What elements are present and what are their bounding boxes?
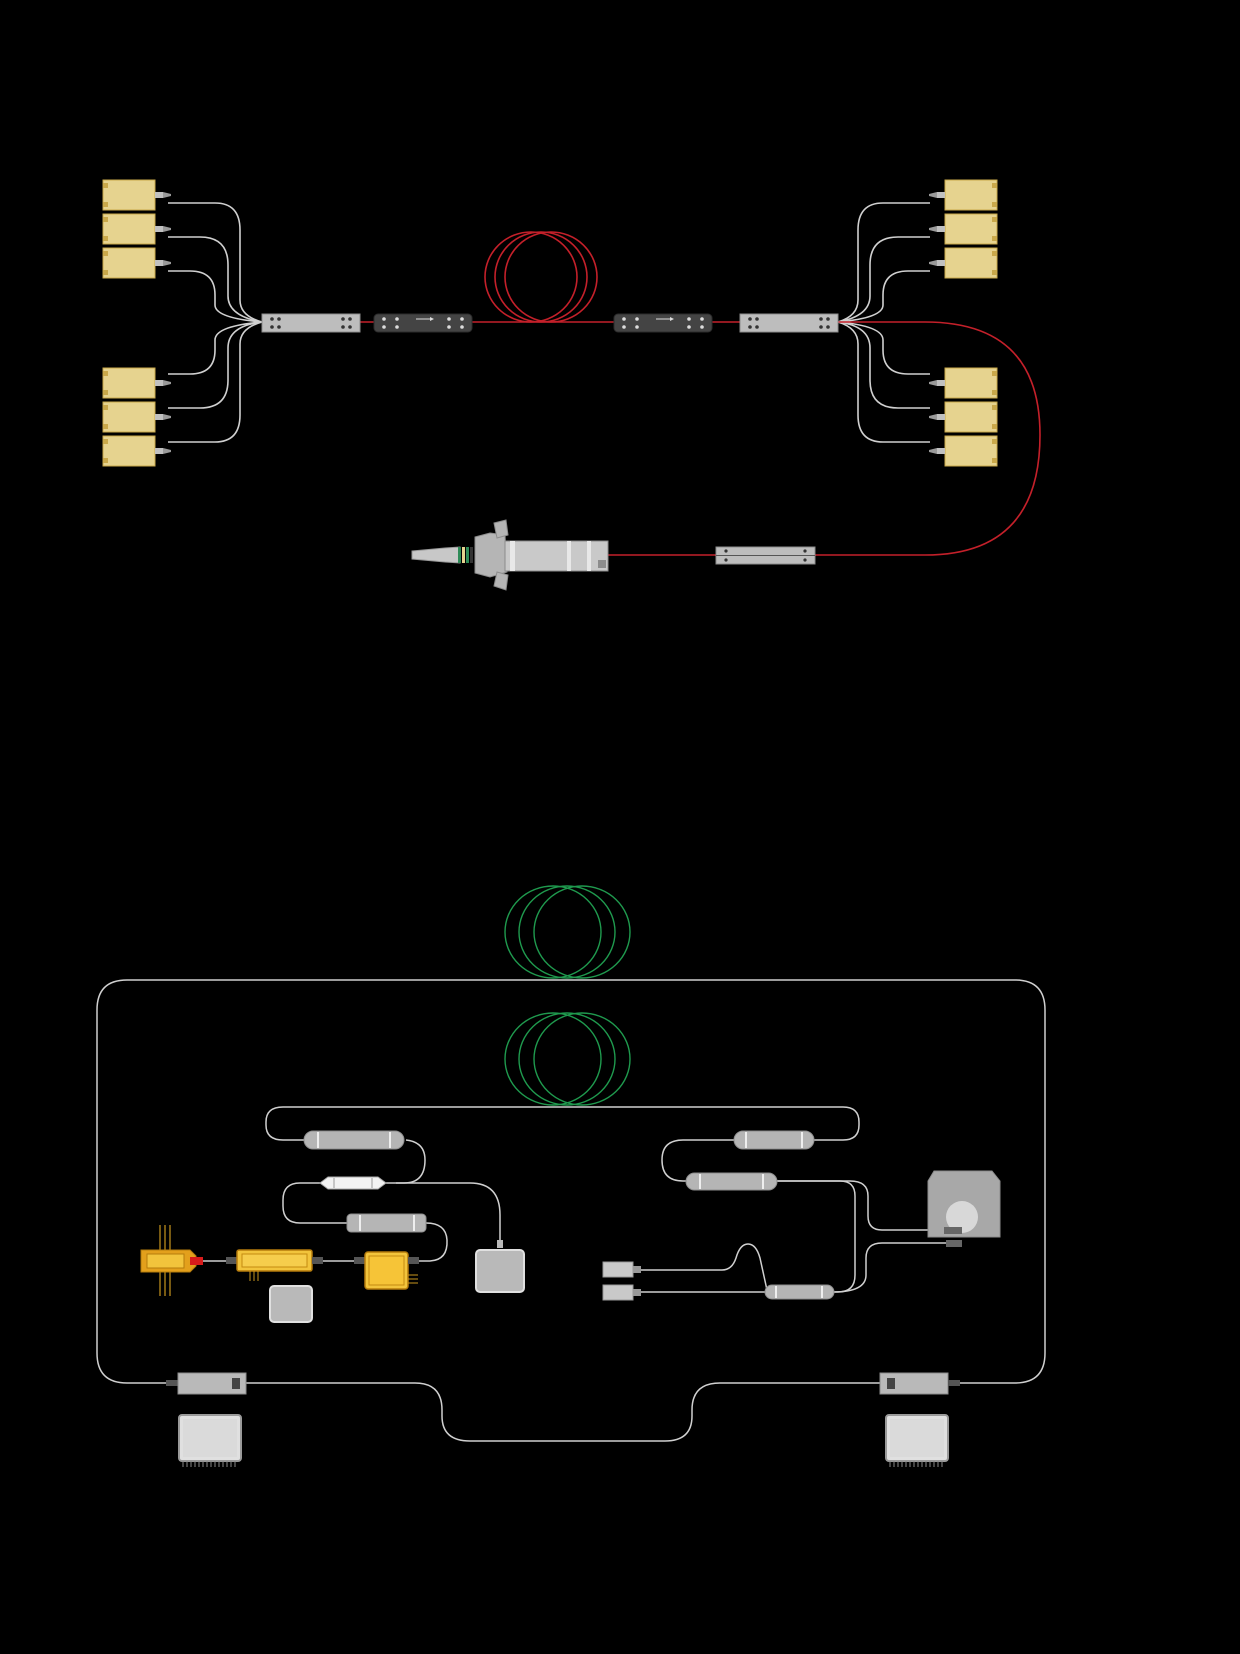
fiber-component-icon <box>346 1213 427 1233</box>
output-collimator-icon <box>411 519 609 591</box>
bottom-laser-system <box>96 885 1046 1467</box>
electronics-board-icon <box>178 1414 242 1467</box>
pump-diode-icon <box>928 179 998 211</box>
fiber-component-icon <box>764 1284 835 1300</box>
connector-icon <box>166 1372 247 1395</box>
coupler-icon <box>319 1176 387 1190</box>
fiber-component-icon <box>733 1130 815 1150</box>
top-laser-system <box>102 179 1041 591</box>
inner-fibers <box>196 1106 946 1293</box>
active-fiber-coil-icon <box>484 231 598 323</box>
pump-fibers-left <box>168 202 263 443</box>
photodetector-icon <box>475 1240 525 1293</box>
outer-fiber-loop <box>96 979 1046 1442</box>
pump-diode-icon <box>102 179 172 211</box>
pump-diode-icon <box>102 435 172 467</box>
pump-diode-icon <box>928 401 998 433</box>
fiber-coil-icon <box>504 885 631 979</box>
polarization-controller-icon <box>927 1170 1001 1247</box>
connector-icon <box>879 1372 960 1395</box>
seed-laser-icon <box>140 1225 203 1296</box>
pump-combiner-icon <box>739 313 839 333</box>
pump-combiner-icon <box>261 313 361 333</box>
active-fiber <box>360 321 1041 556</box>
pump-diode-icon <box>928 247 998 279</box>
pump-diode-icon <box>102 401 172 433</box>
pump-diode-icon <box>102 367 172 399</box>
pump-diode-icon <box>102 213 172 245</box>
pump-diode-icon <box>928 435 998 467</box>
pump-diodes-left <box>102 179 172 467</box>
isolator-icon <box>373 313 473 333</box>
fiber-amplifier-icon <box>226 1249 323 1281</box>
pump-diode-icon <box>928 367 998 399</box>
connector-icon <box>602 1261 641 1301</box>
fiber-coupler-icon <box>715 546 816 565</box>
fiber-coil-icon <box>504 1012 631 1106</box>
pump-diode-icon <box>928 213 998 245</box>
isolator-icon <box>613 313 713 333</box>
fiber-component-icon <box>303 1130 405 1150</box>
pump-diode-icon <box>102 247 172 279</box>
driver-icon <box>354 1251 419 1290</box>
fiber-component-icon <box>685 1172 778 1191</box>
electronics-board-icon <box>885 1414 949 1467</box>
pump-fibers-right <box>837 202 930 443</box>
control-module-icon <box>269 1285 313 1323</box>
